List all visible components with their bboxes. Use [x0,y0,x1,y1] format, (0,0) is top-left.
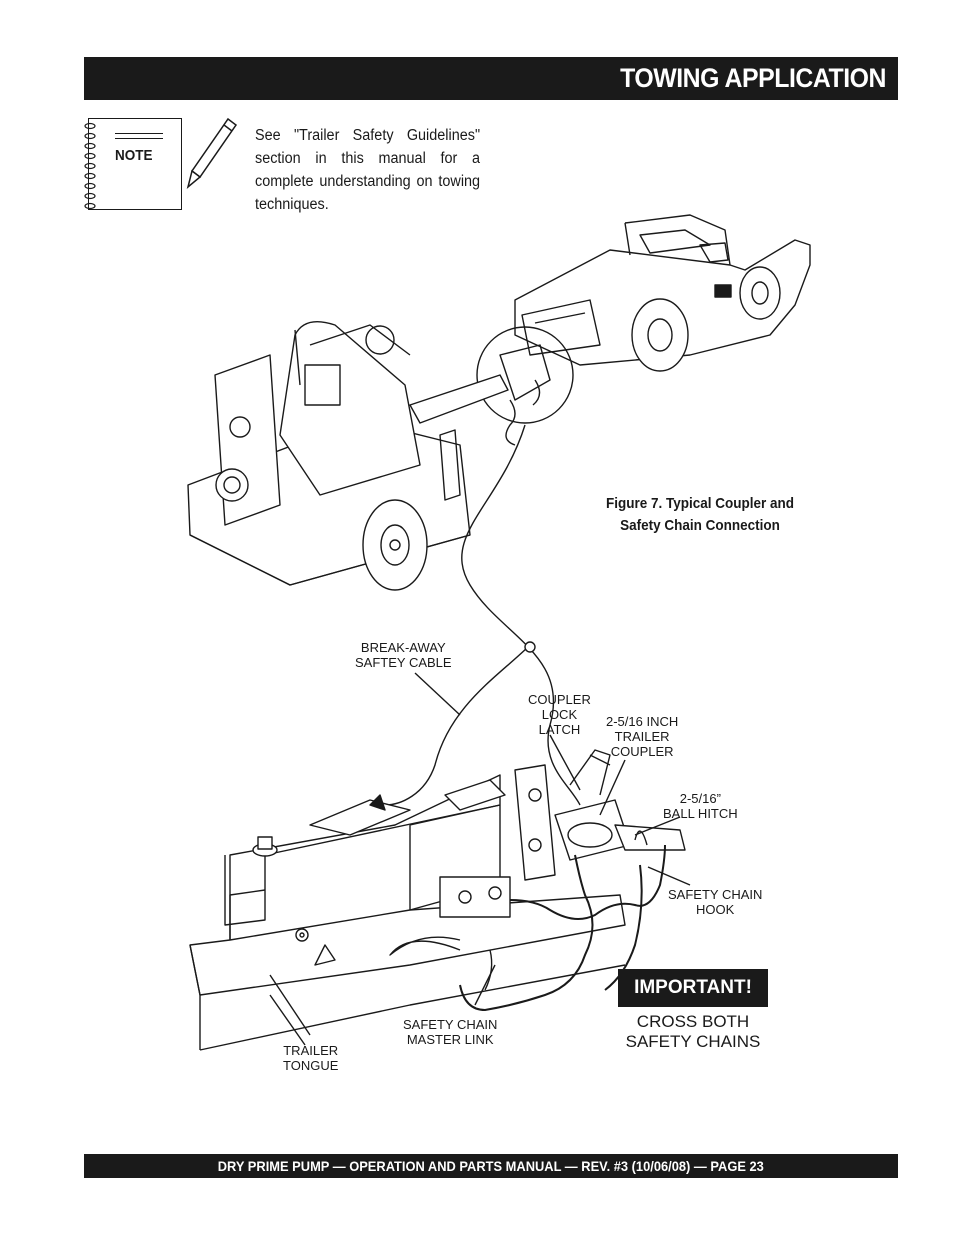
callout-ball-hitch: 2-5/16” BALL HITCH [663,791,738,821]
hitch-detail-circle [476,326,574,424]
callout-trailer-coupler-line3: COUPLER [610,744,674,759]
callout-tongue-line2: TONGUE [283,1058,339,1073]
figure-caption: Figure 7. Typical Coupler and Safety Cha… [601,493,799,537]
callout-coupler-lock-line2: LOCK [541,707,578,722]
callout-master-link: SAFETY CHAIN MASTER LINK [403,1017,497,1047]
callout-breakaway-cable: BREAK-AWAY SAFTEY CABLE [355,640,452,670]
note-rule-top [115,133,163,134]
notebook-spiral-icon [84,122,96,210]
page-header-bar: TOWING APPLICATION [84,57,898,100]
callout-breakaway-line2: SAFTEY CABLE [355,655,452,670]
callout-ball-hitch-line1: 2-5/16” [679,791,721,806]
page-title: TOWING APPLICATION [620,63,886,93]
callout-trailer-coupler-line1: 2-5/16 INCH [606,714,679,729]
callout-breakaway-line1: BREAK-AWAY [360,640,446,655]
callout-ball-hitch-line2: BALL HITCH [663,806,738,821]
important-text: CROSS BOTH SAFETY CHAINS [608,1012,778,1052]
note-notebook-icon: NOTE [88,118,182,210]
important-line1: CROSS BOTH [636,1012,750,1031]
figure-caption-line1: Figure 7. Typical Coupler and [605,495,795,512]
callout-coupler-lock-line3: LATCH [538,722,581,737]
callout-trailer-tongue: TRAILER TONGUE [283,1043,338,1073]
coupler-closeup-drawing [189,749,686,1051]
callout-trailer-coupler-line2: TRAILER [614,729,670,744]
note-rule-top-2 [115,138,163,139]
important-line2: SAFETY CHAINS [625,1032,761,1051]
footer-text: DRY PRIME PUMP — OPERATION AND PARTS MAN… [217,1158,765,1174]
pickup-truck-drawing [514,214,811,372]
note-text: See "Trailer Safety Guidelines" section … [255,127,481,213]
callout-coupler-lock-line1: COUPLER [528,692,591,707]
important-badge: IMPORTANT! [618,969,768,1007]
towing-illustration [187,214,811,1051]
note-label: NOTE [115,147,153,164]
callout-master-link-line1: SAFETY CHAIN [403,1017,498,1032]
pump-trailer-drawing [187,321,471,591]
callout-tongue-line1: TRAILER [283,1043,339,1058]
figure-caption-line2: Safety Chain Connection [620,517,780,534]
callout-trailer-coupler: 2-5/16 INCH TRAILER COUPLER [606,714,678,759]
callout-chain-hook-line1: SAFETY CHAIN [668,887,763,902]
callout-coupler-lock-latch: COUPLER LOCK LATCH [528,692,591,737]
pencil-icon [186,117,238,190]
callout-chain-hook-line2: HOOK [696,902,735,917]
callout-master-link-line2: MASTER LINK [406,1032,494,1047]
callout-safety-chain-hook: SAFETY CHAIN HOOK [668,887,762,917]
breakaway-cable [384,644,531,806]
page-footer-bar: DRY PRIME PUMP — OPERATION AND PARTS MAN… [84,1154,898,1178]
